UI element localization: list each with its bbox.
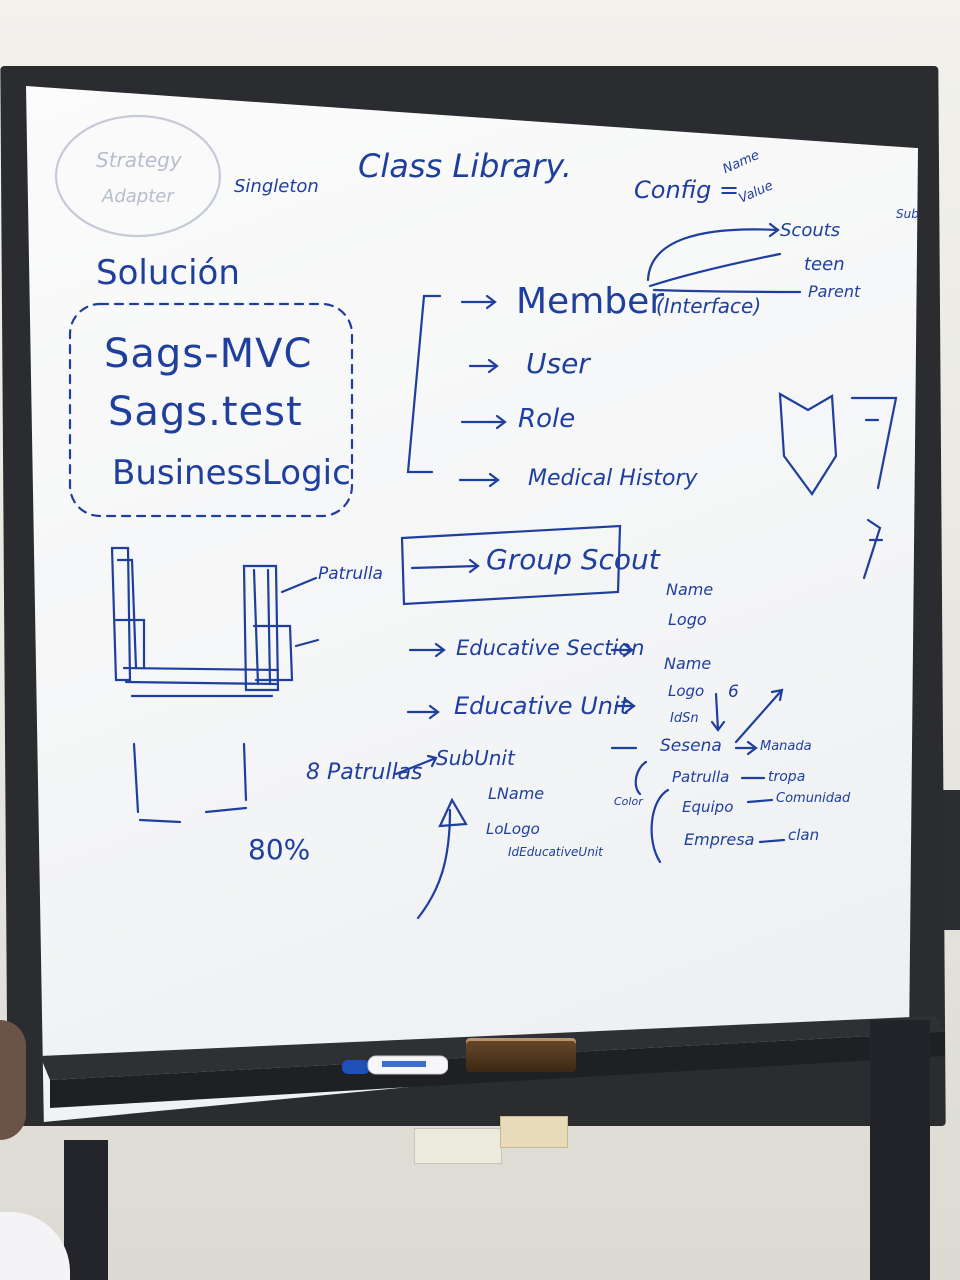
section-field-name: Name	[666, 580, 714, 599]
map-comunidad: Comunidad	[776, 791, 851, 806]
patrullas-count: 8 Patrullas	[306, 760, 423, 785]
entity-role: Role	[518, 404, 576, 434]
corner-note: Sub	[896, 207, 919, 221]
section-educative-section: Educative Section	[456, 636, 645, 660]
marker-tray	[40, 1016, 945, 1108]
count-six: 6	[728, 682, 739, 702]
whiteboard-marker	[342, 1055, 448, 1075]
map-empresa: Empresa	[684, 830, 755, 849]
subunit-field-unit: IdEducativeUnit	[508, 845, 603, 859]
section-field-logo: Logo	[668, 610, 707, 629]
circled-strategy: Strategy	[96, 148, 182, 172]
solution-box	[68, 302, 354, 518]
singleton-note: Singleton	[234, 176, 319, 197]
solution-heading: Solución	[96, 253, 240, 293]
map-sesena: Sesena	[660, 736, 722, 756]
color-label: Color	[614, 795, 643, 808]
entity-user: User	[526, 347, 590, 380]
target-scouts: Scouts	[780, 220, 841, 241]
project-test: Sags.test	[108, 389, 303, 435]
group-box	[400, 524, 622, 606]
entity-member: Member	[516, 281, 665, 322]
person-edge	[0, 1020, 26, 1140]
entity-bracket	[406, 294, 442, 474]
wall-switch	[500, 1116, 568, 1148]
subunit: SubUnit	[436, 746, 515, 770]
subunit-field-logo: LoLogo	[486, 820, 540, 838]
percent-label: 80%	[248, 833, 311, 866]
map-manada: Manada	[760, 739, 812, 754]
subunit-field-name: LName	[488, 784, 545, 803]
wall-outlet	[414, 1128, 502, 1164]
unit-field-idsn: IdSn	[670, 711, 699, 726]
stand-leg-left	[64, 1140, 108, 1280]
project-businesslogic: BusinessLogic	[112, 453, 351, 493]
map-tropa: tropa	[768, 769, 806, 785]
unit-field-logo: Logo	[668, 682, 705, 700]
map-equipo: Equipo	[682, 798, 734, 816]
target-teen: teen	[804, 254, 845, 275]
title-class-library: Class Library.	[358, 147, 572, 185]
whiteboard	[26, 86, 918, 1122]
circle-mark	[54, 114, 222, 238]
section-educative-unit: Educative Unit	[454, 692, 630, 720]
stand-leg-right	[870, 1020, 930, 1280]
map-patrulla: Patrulla	[672, 768, 730, 786]
project-mvc: Sags-MVC	[104, 331, 313, 377]
target-parent: Parent	[808, 282, 861, 301]
unit-field-name: Name	[664, 654, 712, 673]
map-clan: clan	[788, 826, 820, 844]
eraser	[466, 1038, 576, 1072]
entity-medical-history: Medical History	[528, 466, 698, 491]
circled-adapter: Adapter	[102, 186, 174, 207]
group-scout: Group Scout	[486, 543, 660, 576]
config-label: Config =	[634, 176, 740, 204]
patrulla-label: Patrulla	[318, 564, 383, 584]
interface-label: (Interface)	[656, 294, 762, 318]
